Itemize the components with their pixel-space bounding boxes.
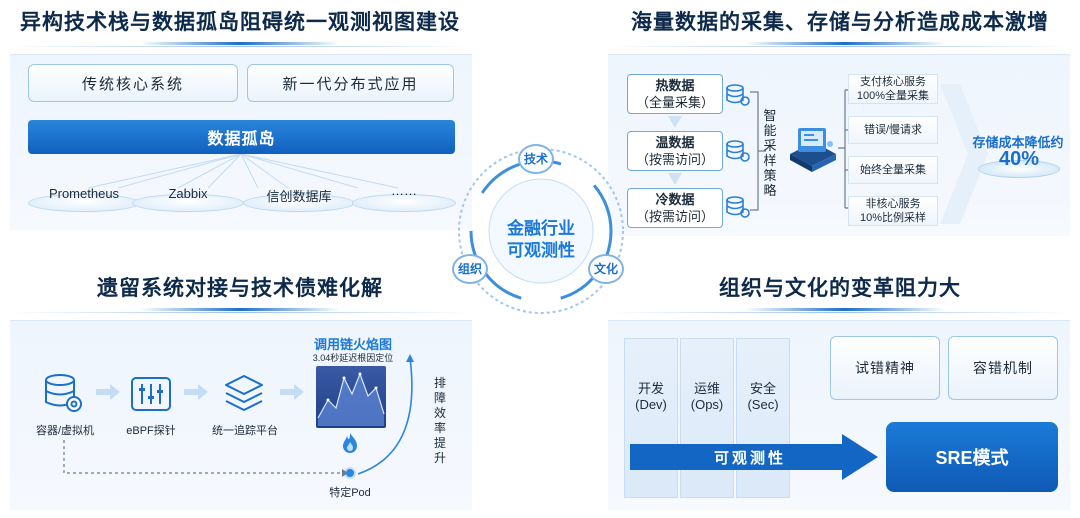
flame-graph-subtitle: 3.04秒延迟根因定位: [312, 353, 394, 363]
dashed-connector: [60, 440, 350, 480]
bottom-left-title-rule: [10, 312, 470, 313]
efficiency-curve: [352, 352, 432, 482]
observability-arrow-label: 可观测性: [713, 450, 786, 467]
top-right-title: 海量数据的采集、存储与分析造成成本激增: [631, 11, 1049, 34]
cold-data-box: 冷数据（按需访问）: [627, 188, 723, 228]
efficiency-label: 排障效率提升: [433, 376, 446, 465]
cost-arrow-shape: [940, 84, 990, 224]
container-vm-icon: [42, 372, 86, 416]
top-right-title-underline: [745, 42, 945, 45]
cost-label: 存储成本降低约: [972, 135, 1064, 150]
flame-graph-title: 调用链火焰图: [313, 337, 392, 352]
disc-label-more: ……: [391, 183, 417, 198]
arrow-2: [184, 384, 208, 400]
cost-disc: [978, 160, 1060, 178]
data-flow-arrows: [660, 114, 690, 194]
ebpf-probe-icon: [130, 374, 172, 414]
top-left-title-rule: [10, 46, 470, 47]
hot-data-box: 热数据（全量采集）: [627, 74, 723, 114]
cost-value: 40%: [998, 148, 1040, 170]
observability-arrow: [630, 434, 880, 480]
node-tech: 技术: [518, 144, 554, 174]
column-dev: 开发(Dev): [624, 338, 678, 498]
top-left-title: 异构技术栈与数据孤岛阻碍统一观测视图建设: [20, 11, 460, 34]
card-always-full: 始终全量采集: [848, 156, 938, 184]
core-label-line2: 可观测性: [507, 241, 575, 260]
core-label-line1: 金融行业: [507, 219, 575, 238]
bottom-right-title-rule: [610, 312, 1070, 313]
server-icon: [784, 120, 840, 176]
strategy-bracket: [748, 88, 768, 214]
sre-mode-box: SRE模式: [886, 422, 1058, 492]
node-org: 组织: [452, 254, 488, 284]
label-tracing-platform: 统一追踪平台: [212, 425, 278, 437]
label-ebpf: eBPF探针: [126, 425, 176, 437]
column-sec: 安全(Sec): [736, 338, 790, 498]
island-fan-lines: [28, 153, 455, 194]
bottom-left-title-underline: [140, 308, 340, 311]
arrow-3: [280, 384, 304, 400]
top-left-title-underline: [140, 42, 340, 45]
node-culture: 文化: [588, 254, 624, 284]
bottom-right-title: 组织与文化的变革阻力大: [719, 277, 961, 300]
tracing-platform-icon: [222, 372, 266, 416]
label-container-vm: 容器/虚拟机: [35, 425, 95, 437]
pod-label: 特定Pod: [329, 487, 371, 499]
disc-label-xinchuang-db: 信创数据库: [266, 189, 332, 204]
disc-more: [352, 194, 456, 212]
distributed-app-box: 新一代分布式应用: [247, 64, 454, 102]
warm-data-box: 温数据（按需访问）: [627, 131, 723, 171]
trial-spirit-box: 试错精神: [830, 336, 940, 400]
arrow-1: [96, 384, 120, 400]
disc-label-prometheus: Prometheus: [48, 186, 120, 201]
data-island-bar: 数据孤岛: [28, 120, 455, 154]
top-right-title-rule: [610, 46, 1070, 47]
storage-icons: [724, 82, 754, 222]
disc-label-zabbix: Zabbix: [168, 186, 208, 201]
column-ops: 运维(Ops): [680, 338, 734, 498]
legacy-core-system-box: 传统核心系统: [28, 64, 238, 102]
fault-tolerance-box: 容错机制: [948, 336, 1058, 400]
bottom-left-title: 遗留系统对接与技术债难化解: [97, 277, 383, 300]
card-error-slow: 错误/慢请求: [848, 116, 938, 144]
strategy-label: 智能采样策略: [763, 108, 777, 198]
flame-graph-chart: [316, 366, 386, 428]
bottom-left-panel: [10, 320, 472, 510]
fire-icon: [339, 432, 361, 454]
bottom-right-title-underline: [745, 308, 945, 311]
